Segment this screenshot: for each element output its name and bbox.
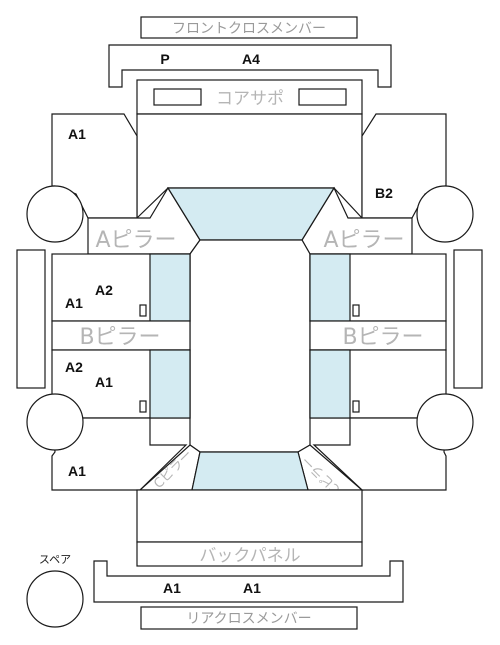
- rear-window[interactable]: [191, 451, 309, 491]
- rear-member-bracket[interactable]: [93, 560, 404, 603]
- b-pillar-right[interactable]: [309, 320, 447, 351]
- headlight-left[interactable]: [153, 88, 202, 106]
- a-pillar-right-label: Aピラー: [323, 228, 404, 253]
- back-panel-label: バックパネル: [199, 546, 300, 566]
- code-rear-member-right: A1: [243, 580, 261, 596]
- code-left-front-door-lower: A1: [65, 295, 83, 311]
- side-sill-left[interactable]: [16, 249, 46, 389]
- headlight-right[interactable]: [298, 88, 347, 106]
- handle-rear-left[interactable]: [139, 400, 147, 413]
- front-cross-member-box[interactable]: [140, 16, 358, 39]
- rear-cross-member-label: リアクロスメンバー: [186, 611, 311, 627]
- window-rear-right[interactable]: [309, 349, 351, 419]
- code-left-front-door-upper: A2: [95, 282, 113, 298]
- code-left-rear-door-lower: A1: [95, 374, 113, 390]
- handle-rear-right[interactable]: [352, 400, 360, 413]
- code-front-member-right: A4: [242, 51, 260, 67]
- tire-rear-right[interactable]: [416, 393, 474, 451]
- b-pillar-left-label: Bピラー: [79, 325, 160, 350]
- back-panel[interactable]: [136, 541, 363, 567]
- rear-cross-member-box[interactable]: [140, 606, 358, 630]
- core-support-label: コアサポ: [216, 89, 284, 109]
- spare-tire[interactable]: [26, 570, 84, 628]
- b-pillar-right-label: Bピラー: [342, 325, 423, 350]
- roof-panel[interactable]: [189, 239, 311, 453]
- tire-rear-left[interactable]: [26, 393, 84, 451]
- code-rear-member-left: A1: [163, 580, 181, 596]
- window-rear-left[interactable]: [149, 349, 191, 419]
- b-pillar-left[interactable]: [51, 320, 191, 351]
- handle-front-left[interactable]: [139, 304, 147, 317]
- code-left-rear-door-upper: A2: [65, 359, 83, 375]
- tire-front-right[interactable]: [416, 185, 474, 243]
- handle-front-right[interactable]: [352, 304, 360, 317]
- front-cross-member-label: フロントクロスメンバー: [172, 21, 326, 37]
- code-front-right-fender: B2: [375, 185, 393, 201]
- tire-front-left[interactable]: [26, 185, 84, 243]
- spare-label: スペア: [39, 553, 71, 566]
- front-member-bracket[interactable]: [108, 44, 392, 88]
- trunk-lid[interactable]: [136, 489, 363, 543]
- code-left-rear-quarter: A1: [68, 463, 86, 479]
- window-front-left[interactable]: [149, 253, 191, 322]
- window-front-right[interactable]: [309, 253, 351, 322]
- code-front-left-fender: A1: [68, 126, 86, 142]
- code-front-member-left: P: [160, 51, 169, 67]
- a-pillar-left-label: Aピラー: [95, 228, 176, 253]
- side-sill-right[interactable]: [453, 249, 483, 389]
